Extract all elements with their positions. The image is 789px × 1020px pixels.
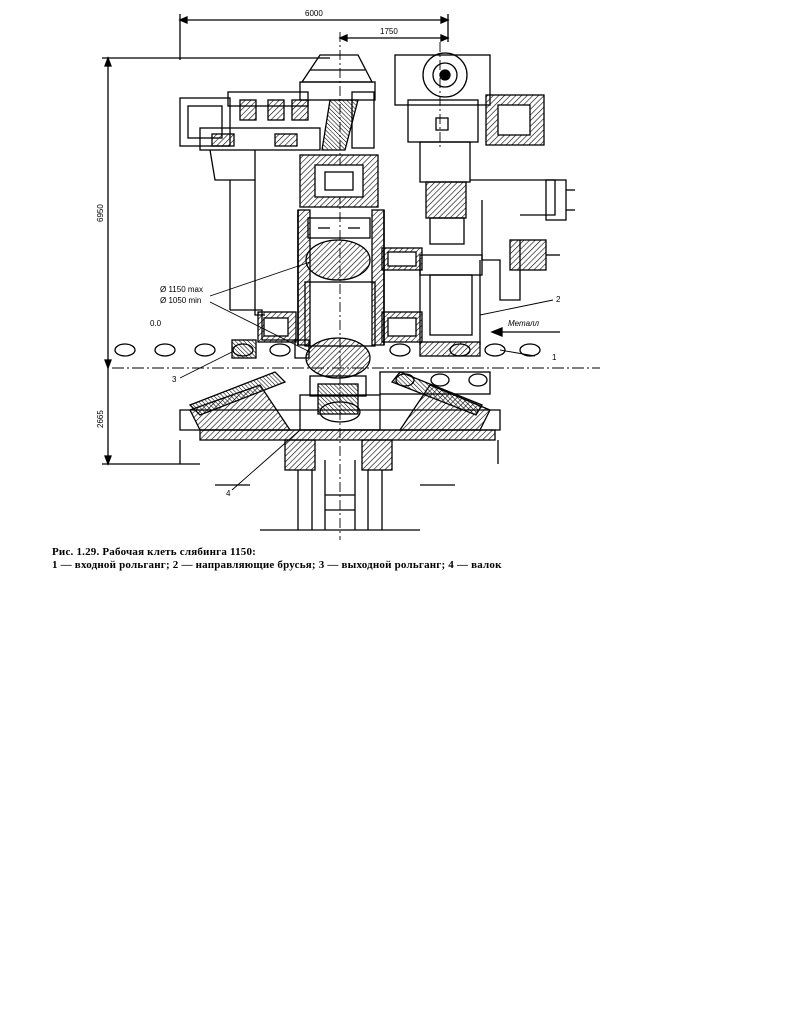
dimension-offset	[338, 32, 450, 540]
metal-direction-arrow	[490, 327, 560, 337]
roller-table	[114, 339, 541, 359]
dimension-height-upper	[102, 56, 330, 370]
dimension-height-lower	[102, 368, 200, 466]
drive-spindles	[394, 42, 575, 345]
callout-4: 4	[226, 489, 231, 498]
dim-height-lower-text: 2665	[96, 410, 105, 428]
dim-height-upper-text: 6950	[96, 204, 105, 222]
upper-work-roll	[304, 217, 376, 347]
stand-housing	[209, 149, 385, 346]
callout-1: 1	[552, 353, 557, 362]
pass-line-offset-text: 0.0	[150, 319, 162, 328]
callout-2: 2	[556, 295, 561, 304]
leader-lines	[179, 261, 554, 491]
roll-diameter-max-label: Ø 1150 max	[160, 285, 203, 294]
lower-work-roll	[305, 337, 371, 415]
screwdown-mechanism	[179, 54, 376, 151]
metal-direction-label: Металл	[508, 319, 539, 328]
dimension-overall-width	[178, 14, 450, 60]
dim-overall-width-text: 6000	[305, 9, 323, 18]
foundation-base	[179, 384, 501, 531]
roll-diameter-min-label: Ø 1050 min	[160, 296, 201, 305]
dim-offset-text: 1750	[380, 27, 398, 36]
callout-3: 3	[172, 375, 177, 384]
figure-caption-legend: 1 — входной рольганг; 2 — направляющие б…	[52, 559, 502, 571]
figure-caption-title: Рис. 1.29. Рабочая клеть слябинга 1150:	[52, 546, 257, 558]
